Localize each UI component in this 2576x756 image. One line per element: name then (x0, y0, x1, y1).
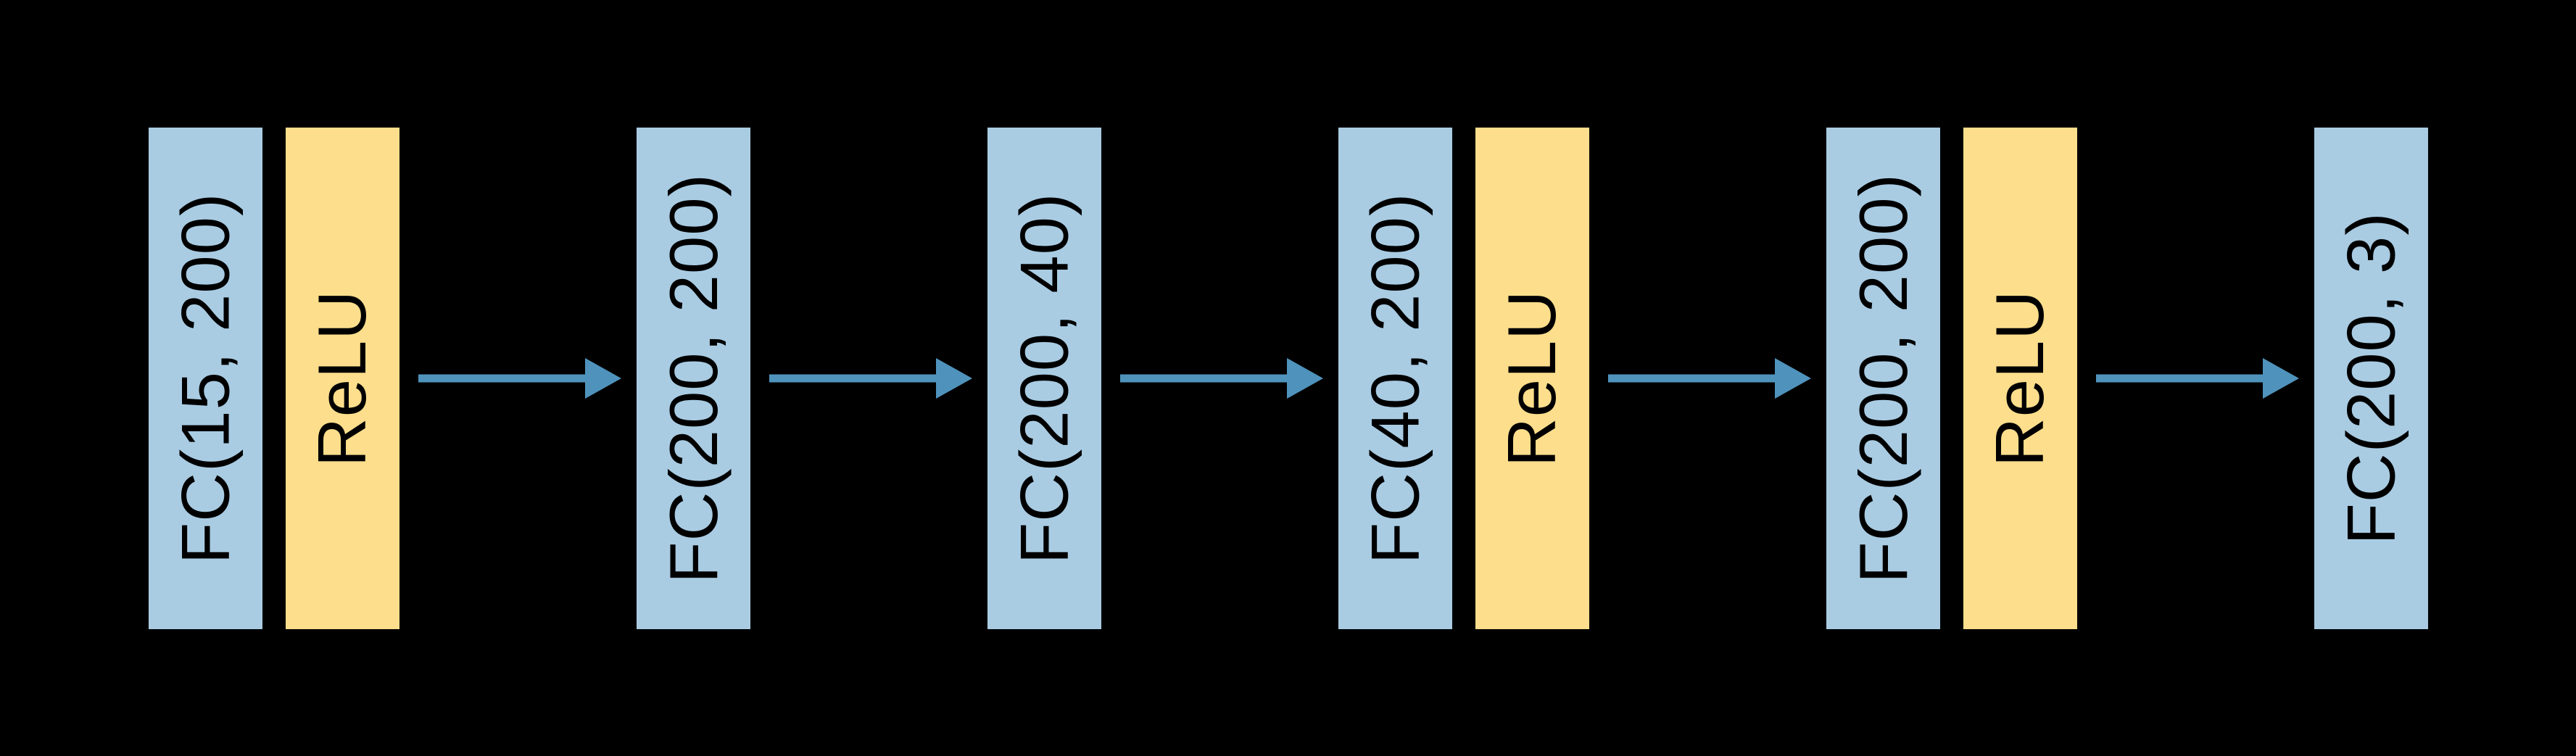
relu-activation-box: ReLU (1475, 127, 1589, 629)
layer-label: ReLU (1494, 289, 1570, 467)
arrow-right-icon (1608, 357, 1811, 399)
arrow-right-icon (418, 357, 621, 399)
flow-arrow (1120, 357, 1323, 400)
flow-arrow (1608, 357, 1811, 400)
fc-layer-box: FC(200, 200) (637, 127, 750, 629)
flow-arrow (769, 357, 972, 400)
layer-label: FC(200, 40) (1006, 192, 1082, 564)
fc-layer-box: FC(15, 200) (149, 127, 262, 629)
arrow-right-icon (769, 357, 972, 399)
arrow-right-icon (1120, 357, 1323, 399)
layer-label: FC(40, 200) (1357, 192, 1433, 564)
fc-layer-box: FC(40, 200) (1338, 127, 1452, 629)
flow-arrow (2096, 357, 2299, 400)
relu-activation-box: ReLU (1963, 127, 2077, 629)
layer-label: FC(200, 200) (655, 173, 732, 583)
layer-label: FC(15, 200) (167, 192, 244, 564)
arrow-right-icon (2096, 357, 2299, 399)
layer-label: FC(200, 3) (2332, 211, 2409, 545)
layer-label: ReLU (304, 289, 381, 467)
layer-label: ReLU (1981, 289, 2058, 467)
fc-layer-box: FC(200, 200) (1826, 127, 1940, 629)
flow-arrow (418, 357, 621, 400)
fc-layer-box: FC(200, 3) (2314, 127, 2428, 629)
fc-layer-box: FC(200, 40) (987, 127, 1101, 629)
relu-activation-box: ReLU (286, 127, 399, 629)
layer-label: FC(200, 200) (1844, 173, 1921, 583)
